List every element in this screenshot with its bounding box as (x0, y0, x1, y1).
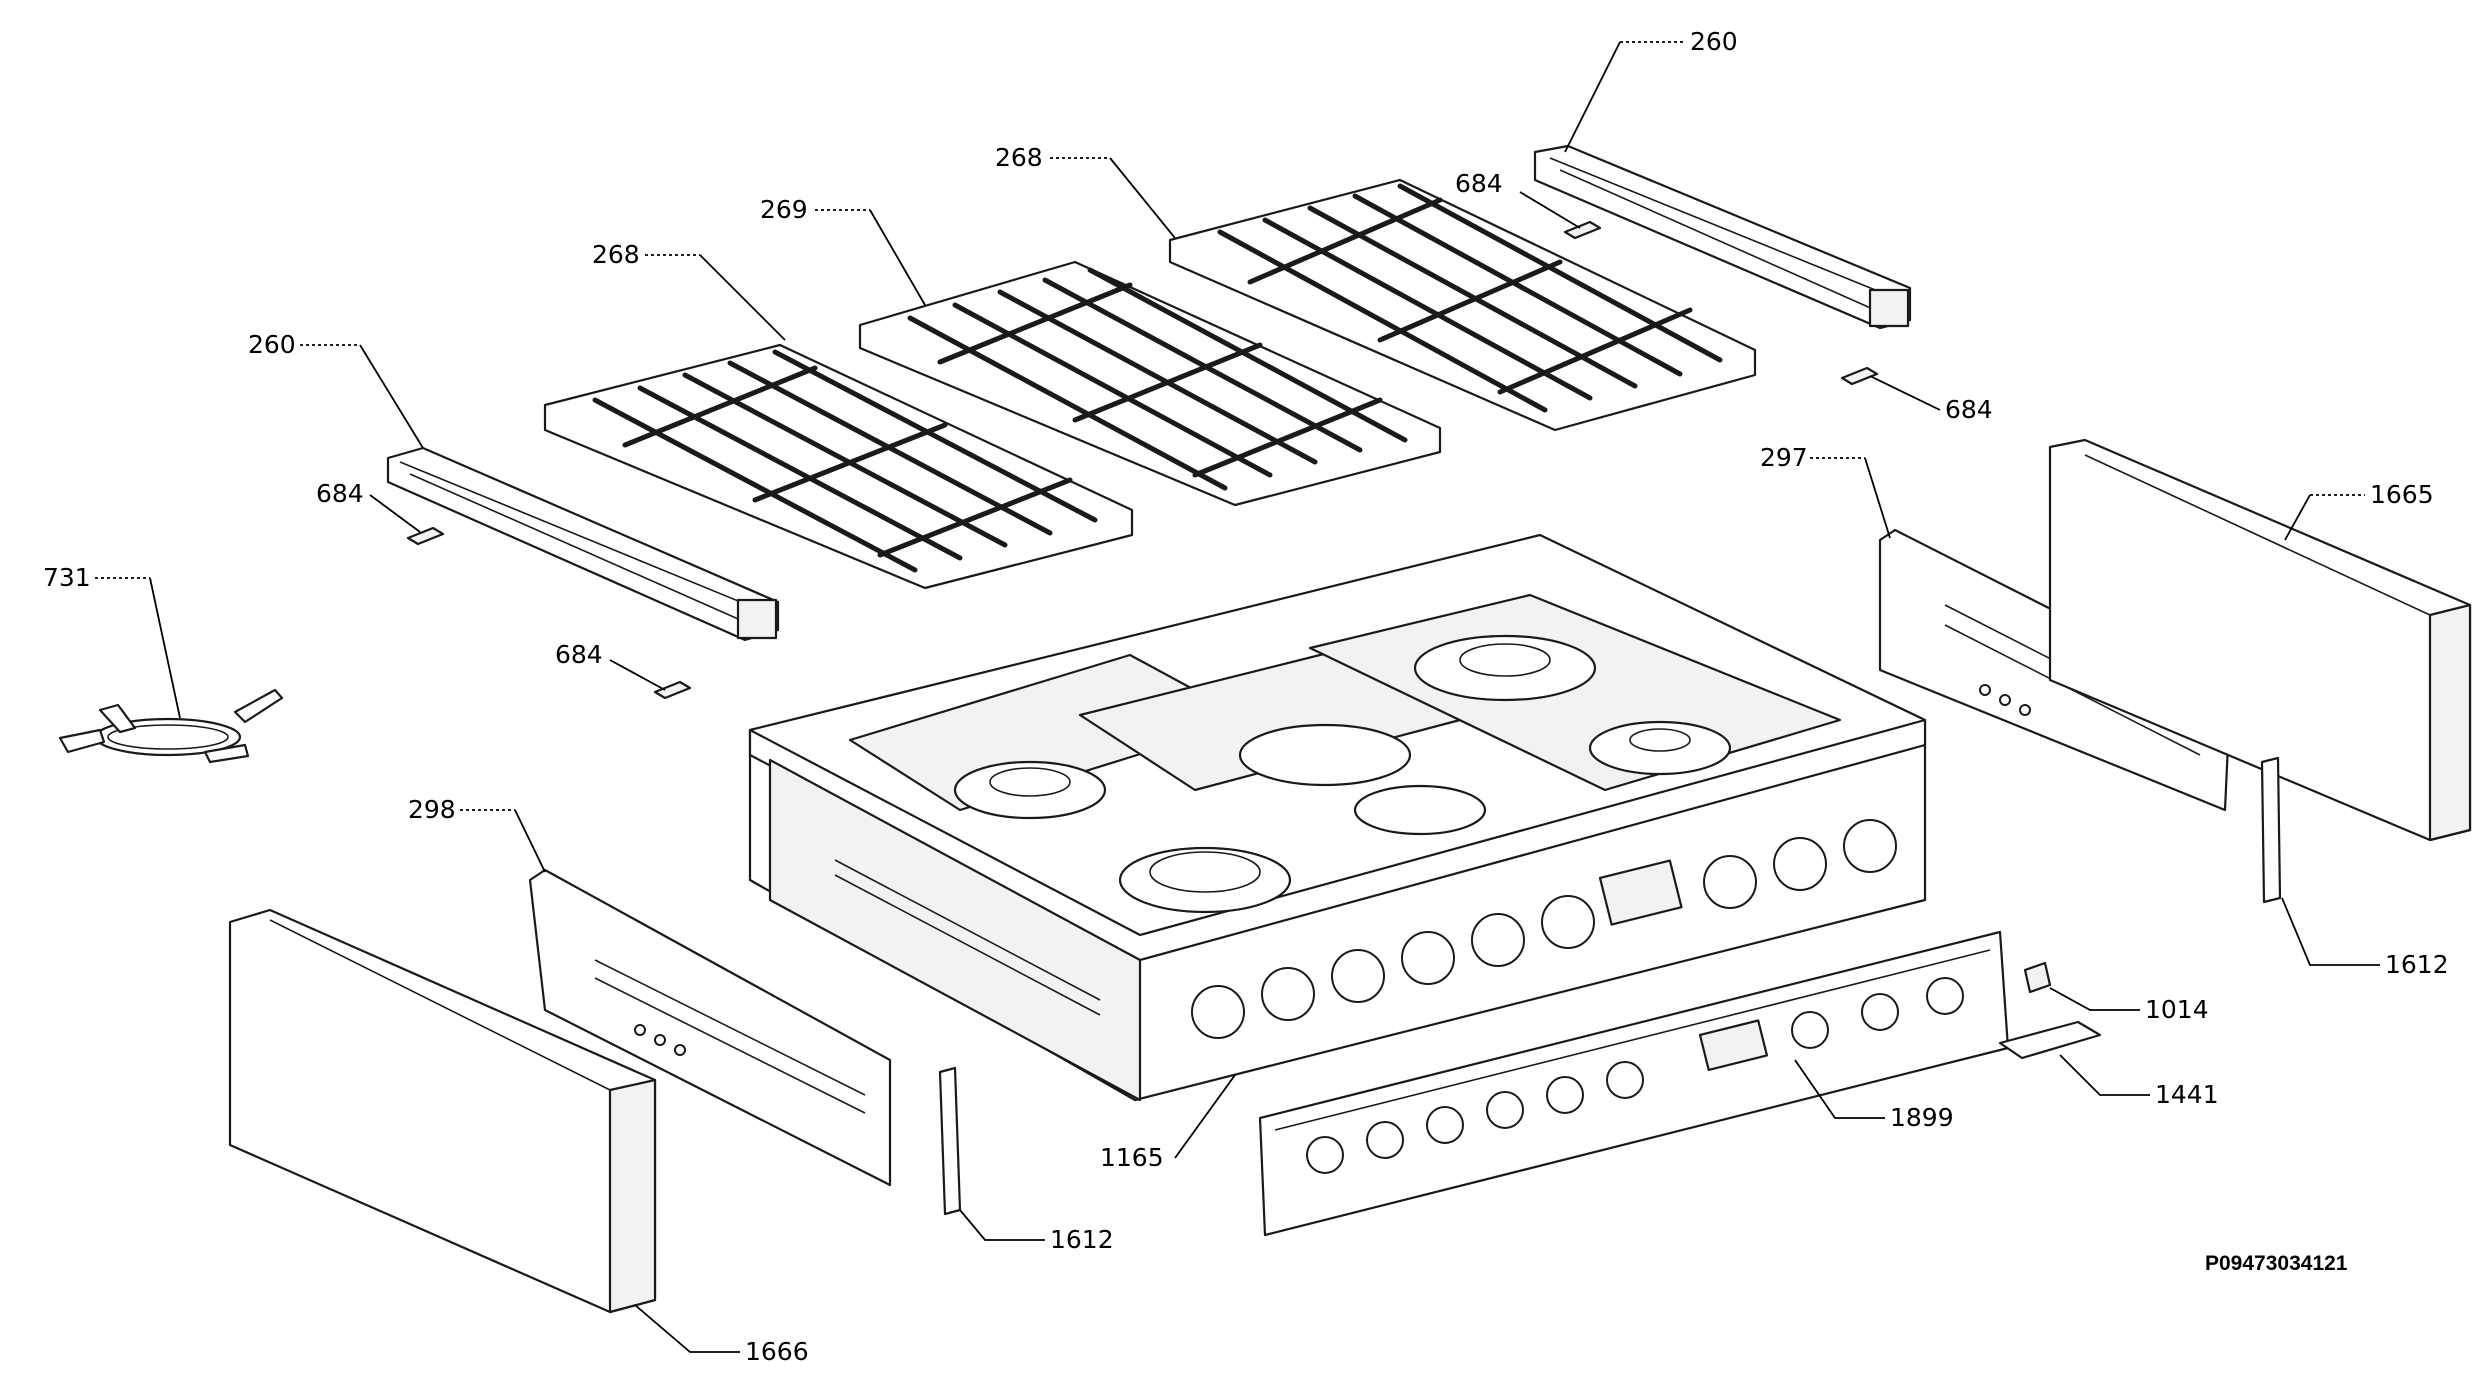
callout-clip-right: 684 (1945, 395, 1993, 424)
callout-bracket-left: 298 (408, 795, 456, 824)
callout-clip-left: 684 (316, 479, 364, 508)
callout-leaders (95, 41, 2380, 1353)
callout-hob: 1165 (1100, 1143, 1164, 1172)
callout-switch: 1014 (2145, 995, 2209, 1024)
clip-bottom-part (653, 680, 692, 700)
callout-strip-right: 1612 (2385, 950, 2449, 979)
callout-bracket-right: 297 (1760, 443, 1808, 472)
grate-left-part (543, 343, 1134, 590)
clip-top-part (1563, 220, 1602, 240)
clip-right-part (1840, 366, 1879, 386)
hob-knobs (1191, 819, 1897, 1039)
side-panel-right-part (2048, 438, 2472, 842)
wok-ring-part (58, 688, 284, 764)
callout-plate: 1441 (2155, 1080, 2219, 1109)
rail-left-part (386, 446, 780, 642)
callout-rail-right: 260 (1690, 27, 1738, 56)
callout-grate-right: 268 (995, 143, 1043, 172)
grate-center-part (858, 260, 1442, 507)
plate-part (1998, 1020, 2102, 1060)
drawing-number: P09473034121 (2205, 1252, 2348, 1275)
strip-left-part (938, 1066, 962, 1216)
side-panel-left-part (228, 908, 657, 1314)
callout-clip-top: 684 (1455, 169, 1503, 198)
callout-side-panel-left: 1666 (745, 1337, 809, 1366)
callout-grate-center: 269 (760, 195, 808, 224)
callout-wok-ring: 731 (43, 563, 91, 592)
callout-grate-left: 268 (592, 240, 640, 269)
hob-part (748, 533, 1927, 1102)
grate-right-part (1168, 178, 1757, 432)
callout-labels: 260 268 269 268 260 684 684 684 684 731 … (43, 27, 2449, 1366)
callout-strip-left: 1612 (1050, 1225, 1114, 1254)
callout-side-panel-right: 1665 (2370, 480, 2434, 509)
callout-front-panel: 1899 (1890, 1103, 1954, 1132)
clip-left-part (406, 526, 445, 546)
callout-rail-left: 260 (248, 330, 296, 359)
front-panel-part (1258, 930, 2010, 1237)
callout-clip-bottom: 684 (555, 640, 603, 669)
bracket-left-part (528, 868, 892, 1187)
strip-right-part (2260, 756, 2282, 904)
switch-part (2023, 961, 2052, 994)
